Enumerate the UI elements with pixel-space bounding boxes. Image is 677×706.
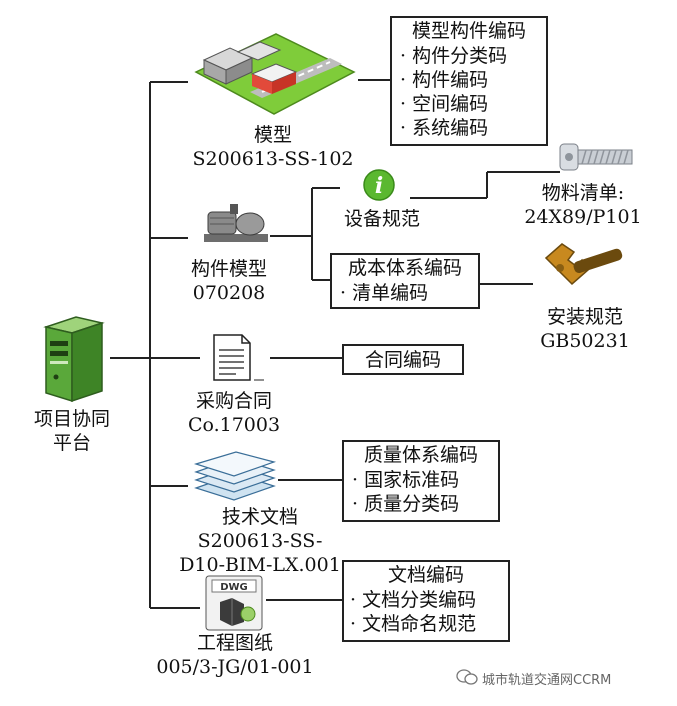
server-icon <box>43 316 105 403</box>
material-list-code: 24X89/P101 <box>524 206 642 228</box>
info-glyph: i <box>375 173 383 199</box>
tech-docs-code-line1: S200613-SS- <box>197 530 323 552</box>
doc-code-item: · 文档命名规范 <box>350 613 477 635</box>
purchase-contract-label: 采购合同 <box>195 390 272 412</box>
material-list-label: 物料清单: <box>541 182 625 204</box>
component-model-code: 070208 <box>192 282 266 304</box>
model-label: 模型 <box>253 124 292 146</box>
equipment-spec-label: 设备规范 <box>344 208 421 230</box>
document-icon <box>213 334 264 381</box>
tech-docs-label: 技术文档 <box>221 506 298 528</box>
model-code-item: · 系统编码 <box>400 117 489 139</box>
doc-codes-title: 文档编码 <box>387 564 464 586</box>
root-label-line1: 项目协同 <box>33 408 110 430</box>
drawings-label: 工程图纸 <box>196 632 273 654</box>
quality-code-item: · 国家标准码 <box>352 469 460 491</box>
model-codes-title: 模型构件编码 <box>411 20 526 42</box>
drawings-code: 005/3-JG/01-001 <box>156 656 314 678</box>
tech-docs-code-line2: D10-BIM-LX.001 <box>179 554 341 576</box>
dwg-file-icon: DWG <box>205 575 263 631</box>
model-code-item: · 空间编码 <box>400 93 489 115</box>
quality-code-item: · 质量分类码 <box>352 493 460 515</box>
cost-codes-title: 成本体系编码 <box>347 257 462 279</box>
purchase-contract-code: Co.17003 <box>187 414 281 436</box>
cost-codes-box: 成本体系编码 · 清单编码 <box>330 253 480 309</box>
contract-codes-box: 合同编码 <box>342 344 464 375</box>
building-model-icon <box>194 33 356 115</box>
doc-code-item: · 文档分类编码 <box>350 589 477 611</box>
install-spec-code: GB50231 <box>540 330 630 352</box>
doc-codes-box: 文档编码 · 文档分类编码 · 文档命名规范 <box>342 560 510 642</box>
contract-codes-title: 合同编码 <box>364 349 441 371</box>
quality-codes-box: 质量体系编码 · 国家标准码 · 质量分类码 <box>342 440 500 522</box>
install-spec-label: 安装规范 <box>546 306 623 328</box>
wrench-icon <box>544 243 623 286</box>
model-code: S200613-SS-102 <box>192 148 354 170</box>
cost-code-item: · 清单编码 <box>340 282 429 304</box>
quality-codes-title: 质量体系编码 <box>363 444 478 466</box>
info-icon: i <box>363 169 395 201</box>
root-label-line2: 平台 <box>52 432 91 454</box>
model-codes-box: 模型构件编码 · 构件分类码 · 构件编码 · 空间编码 · 系统编码 <box>390 16 548 146</box>
model-code-item: · 构件分类码 <box>400 45 508 67</box>
bolt-icon <box>559 143 633 171</box>
model-code-item: · 构件编码 <box>400 69 489 91</box>
pump-unit-icon <box>204 204 268 242</box>
watermark-text: 城市轨道交通网CCRM <box>482 673 612 688</box>
wechat-icon <box>456 669 478 685</box>
dwg-label: DWG <box>220 582 248 593</box>
document-stack-icon <box>193 451 277 501</box>
component-model-label: 构件模型 <box>190 258 267 280</box>
